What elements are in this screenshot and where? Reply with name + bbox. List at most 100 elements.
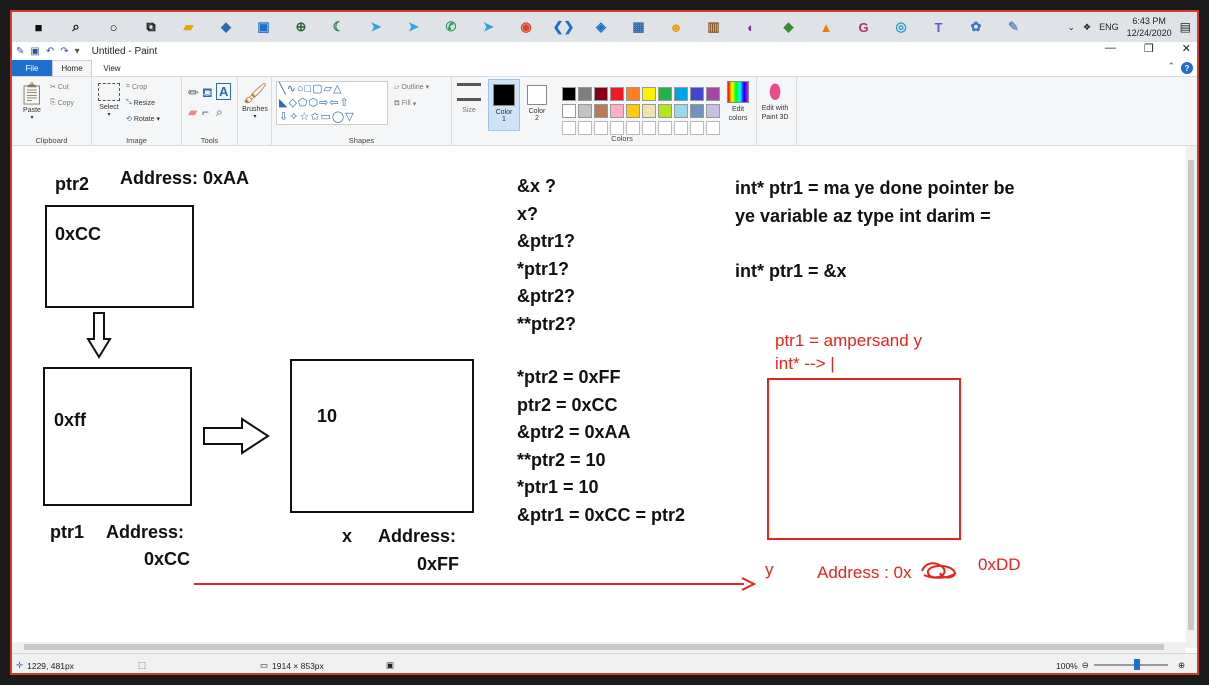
- palette-color[interactable]: [690, 104, 704, 118]
- crop-button[interactable]: ⌗Crop: [126, 83, 147, 91]
- task-view-icon[interactable]: ⧉: [146, 19, 156, 34]
- app-icon-5[interactable]: ◈: [596, 19, 606, 34]
- paint-icon[interactable]: ✎: [1008, 19, 1019, 34]
- tab-view[interactable]: View: [103, 63, 121, 73]
- help-icon[interactable]: ?: [1181, 62, 1193, 74]
- file-explorer-icon[interactable]: ▰: [183, 19, 194, 34]
- telegram-icon-2[interactable]: ➤: [408, 19, 419, 34]
- app-icon-1[interactable]: ◆: [221, 19, 231, 34]
- palette-custom-slot[interactable]: [626, 121, 640, 135]
- horizontal-scrollbar[interactable]: [12, 642, 1186, 653]
- palette-color[interactable]: [674, 87, 688, 101]
- palette-color[interactable]: [578, 104, 592, 118]
- customize-qa-icon[interactable]: ▾: [74, 45, 80, 57]
- app-icon-6[interactable]: ☻: [669, 19, 683, 35]
- edit-colors-button[interactable]: Edit colors: [724, 81, 752, 123]
- tab-home[interactable]: Home: [52, 60, 92, 76]
- minimize-button[interactable]: —: [1104, 42, 1116, 54]
- tab-file[interactable]: File: [12, 60, 52, 76]
- palette-color[interactable]: [706, 104, 720, 118]
- palette-color[interactable]: [562, 87, 576, 101]
- size-button[interactable]: Size: [454, 83, 484, 114]
- app-icon-4[interactable]: ☾: [332, 19, 345, 34]
- vertical-scrollbar[interactable]: [1186, 146, 1197, 648]
- save-icon[interactable]: ▣: [30, 45, 40, 57]
- zoom-in-icon[interactable]: ⊕: [1178, 660, 1186, 670]
- palette-color[interactable]: [594, 104, 608, 118]
- fill-icon[interactable]: ⛾: [202, 85, 213, 100]
- palette-color[interactable]: [706, 87, 720, 101]
- palette-color[interactable]: [658, 87, 672, 101]
- palette-color[interactable]: [626, 104, 640, 118]
- palette-custom-slot[interactable]: [610, 121, 624, 135]
- pdf-icon[interactable]: G: [858, 19, 869, 35]
- palette-color[interactable]: [674, 104, 688, 118]
- palette-color[interactable]: [610, 104, 624, 118]
- virtualbox-icon[interactable]: ▦: [632, 19, 645, 34]
- pencil-icon[interactable]: ✏: [188, 85, 199, 100]
- palette-custom-slot[interactable]: [674, 121, 688, 135]
- eraser-icon[interactable]: ▰: [188, 105, 198, 119]
- palette-color[interactable]: [626, 87, 640, 101]
- palette-color[interactable]: [562, 104, 576, 118]
- paint-app-icon[interactable]: ✎: [16, 45, 25, 57]
- teams-icon[interactable]: T: [934, 19, 943, 35]
- shapes-gallery[interactable]: ╲∿○□▢▱△◣◇⬠⬡⇨⇦⇧⇩✧☆✩▭◯▽: [276, 81, 388, 125]
- palette-color[interactable]: [578, 87, 592, 101]
- color-picker-icon[interactable]: ⌐: [202, 105, 210, 119]
- zoom-in[interactable]: ⊕: [1178, 660, 1185, 671]
- zoom-slider[interactable]: [1094, 664, 1168, 666]
- whatsapp-icon[interactable]: ✆: [445, 19, 457, 34]
- zoom-out-icon[interactable]: ⊖: [1081, 660, 1089, 670]
- palette-color[interactable]: [594, 87, 608, 101]
- telegram-icon[interactable]: ➤: [370, 19, 382, 34]
- copy-button[interactable]: ⎘Copy: [50, 99, 74, 107]
- search-icon[interactable]: ⌕: [72, 19, 80, 34]
- chrome-icon[interactable]: ◉: [520, 19, 532, 34]
- language-indicator[interactable]: ENG: [1099, 22, 1119, 32]
- palette-color[interactable]: [642, 104, 656, 118]
- magnifier-icon[interactable]: ⌕: [216, 105, 223, 119]
- color2-button[interactable]: Color 2: [522, 79, 552, 131]
- collapse-ribbon-icon[interactable]: ⌃: [1167, 61, 1175, 71]
- drawing-canvas[interactable]: ptr2 Address: 0xAA 0xCC 0xff ptr1 Addres…: [12, 146, 1197, 648]
- edit-with-paint3d-button[interactable]: ⬮ Edit with Paint 3D: [758, 81, 792, 122]
- notifications-icon[interactable]: ▤: [1179, 20, 1191, 34]
- outline-button[interactable]: ▱Outline▾: [394, 83, 430, 92]
- close-button[interactable]: ✕: [1181, 43, 1191, 55]
- text-icon[interactable]: A: [216, 83, 232, 100]
- app-icon-2[interactable]: ▣: [257, 19, 270, 34]
- undo-icon[interactable]: ↶: [45, 45, 55, 57]
- app-icon-9[interactable]: ◎: [895, 19, 907, 34]
- palette-color[interactable]: [658, 104, 672, 118]
- paste-button[interactable]: 📋︎ Paste ▾: [18, 81, 46, 121]
- palette-color[interactable]: [690, 87, 704, 101]
- palette-color[interactable]: [642, 87, 656, 101]
- palette-custom-slot[interactable]: [578, 121, 592, 135]
- library-icon[interactable]: ▥: [707, 19, 720, 34]
- telegram-icon-3[interactable]: ➤: [483, 19, 494, 34]
- windows-start-icon[interactable]: ■: [34, 19, 43, 35]
- palette-custom-slot[interactable]: [690, 121, 704, 135]
- horizontal-scroll-thumb[interactable]: [24, 644, 1164, 650]
- redo-icon[interactable]: ↷: [60, 45, 69, 57]
- palette-custom-slot[interactable]: [706, 121, 720, 135]
- app-icon-7[interactable]: ◐: [747, 19, 755, 35]
- palette-custom-slot[interactable]: [562, 121, 576, 135]
- brushes-button[interactable]: 🖌︎ Brushes ▾: [242, 83, 268, 120]
- color1-button[interactable]: Color 1: [488, 79, 520, 131]
- tray-chevron-icon[interactable]: ⌄: [1067, 21, 1076, 32]
- rotate-button[interactable]: ⟲Rotate▾: [126, 115, 161, 124]
- palette-custom-slot[interactable]: [642, 121, 656, 135]
- palette-custom-slot[interactable]: [594, 121, 608, 135]
- select-button[interactable]: Select ▾: [96, 83, 122, 118]
- vscode-icon[interactable]: ❮❯: [552, 19, 575, 34]
- fill-button[interactable]: ⛾Fill▾: [394, 100, 417, 108]
- palette-custom-slot[interactable]: [658, 121, 672, 135]
- resize-button[interactable]: ⤡Resize: [126, 99, 155, 107]
- zoom-slider-thumb[interactable]: [1134, 659, 1140, 670]
- cut-button[interactable]: ✂Cut: [50, 83, 69, 92]
- app-icon-3[interactable]: ⊕: [295, 19, 307, 34]
- palette-color[interactable]: [610, 87, 624, 101]
